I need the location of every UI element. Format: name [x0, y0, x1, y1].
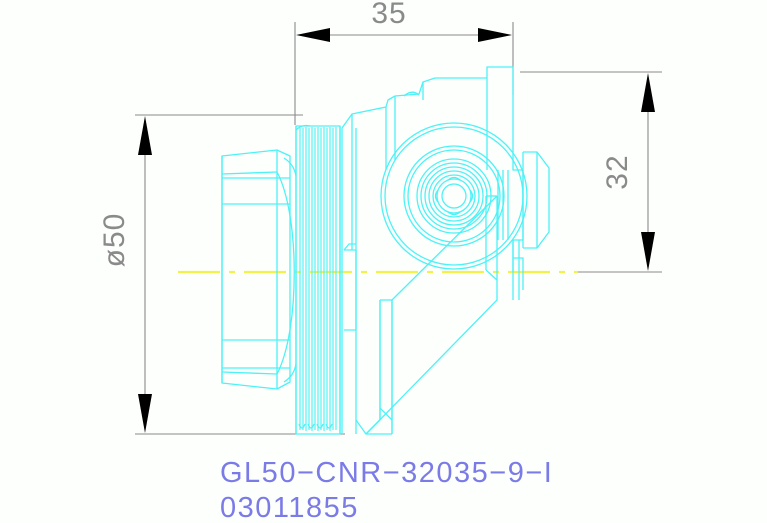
right-end-cap	[497, 95, 550, 300]
concentric-boss	[380, 122, 528, 270]
part-number-label: GL50−CNR−32035−9−I	[220, 457, 553, 489]
arrowhead-35-left	[296, 28, 330, 42]
arrowhead-d50-bottom	[138, 394, 152, 433]
part-geometry	[221, 66, 550, 435]
dimension-label-35: 35	[371, 0, 406, 30]
tapered-leg	[365, 195, 498, 435]
arrowhead-32-bottom	[641, 232, 655, 271]
thread-root-arcs	[298, 423, 333, 429]
dimension-label-32: 32	[601, 154, 634, 189]
hex-nut-body	[221, 149, 297, 390]
arrowhead-32-top	[641, 73, 655, 112]
lower-body-block	[341, 420, 357, 434]
drawing-number-label: 03011855	[220, 492, 359, 523]
arrowhead-35-right	[478, 28, 512, 42]
arrowhead-d50-top	[138, 116, 152, 155]
dimension-label-d50: ø50	[98, 213, 131, 268]
threaded-section	[295, 124, 341, 435]
thread-lines	[299, 127, 337, 431]
